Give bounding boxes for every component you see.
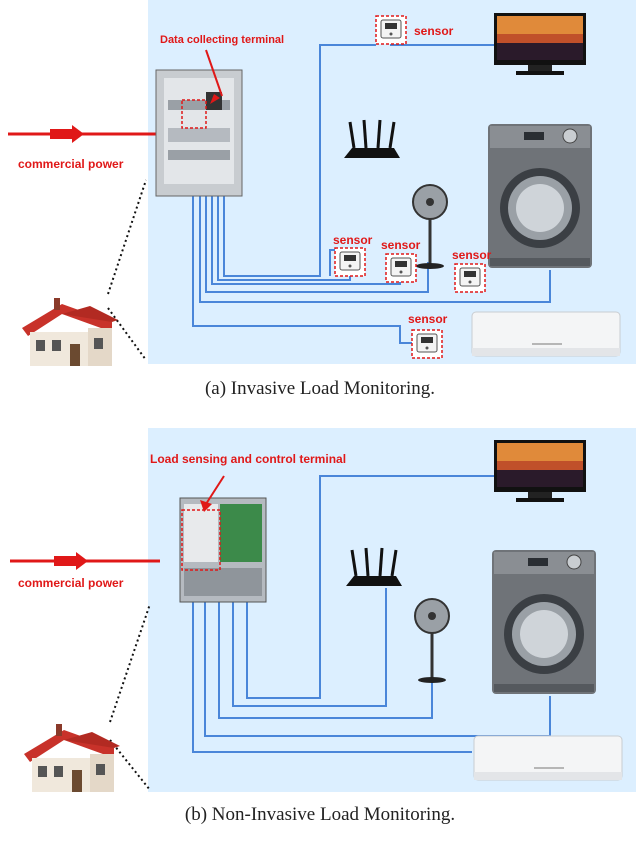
sensor-label: sensor xyxy=(414,24,454,38)
terminal-label: Load sensing and control terminal xyxy=(150,452,347,466)
sensor-label: sensor xyxy=(408,312,448,326)
tv-icon xyxy=(494,13,586,75)
distribution-box-icon xyxy=(155,69,243,197)
terminal-label: Data collecting terminal xyxy=(160,34,285,46)
router-icon xyxy=(342,118,402,160)
distribution-box-icon xyxy=(179,497,267,603)
power-label: commercial power xyxy=(18,157,124,171)
sensor-icon xyxy=(411,329,443,359)
fan-icon xyxy=(411,183,449,271)
sensor-icon xyxy=(375,15,407,45)
washing-machine-icon xyxy=(491,549,597,695)
air-conditioner-icon xyxy=(473,735,623,781)
sensor-icon xyxy=(454,263,486,293)
sensor-label: sensor xyxy=(381,238,421,252)
caption-a: (a) Invasive Load Monitoring. xyxy=(204,378,436,399)
sensor-icon xyxy=(385,253,417,283)
sensor-label: sensor xyxy=(452,248,492,262)
sensor-icon xyxy=(334,247,366,277)
sensor-label: sensor xyxy=(333,233,373,247)
arrow-icon xyxy=(54,552,88,570)
air-conditioner-icon xyxy=(471,311,621,357)
wires-b xyxy=(192,475,551,753)
house-icon xyxy=(22,298,118,366)
power-label: commercial power xyxy=(18,576,124,590)
house-icon xyxy=(24,724,120,792)
washing-machine-icon xyxy=(487,123,593,269)
caption-b: (b) Non-Invasive Load Monitoring. xyxy=(184,804,456,825)
arrow-icon xyxy=(50,125,84,143)
